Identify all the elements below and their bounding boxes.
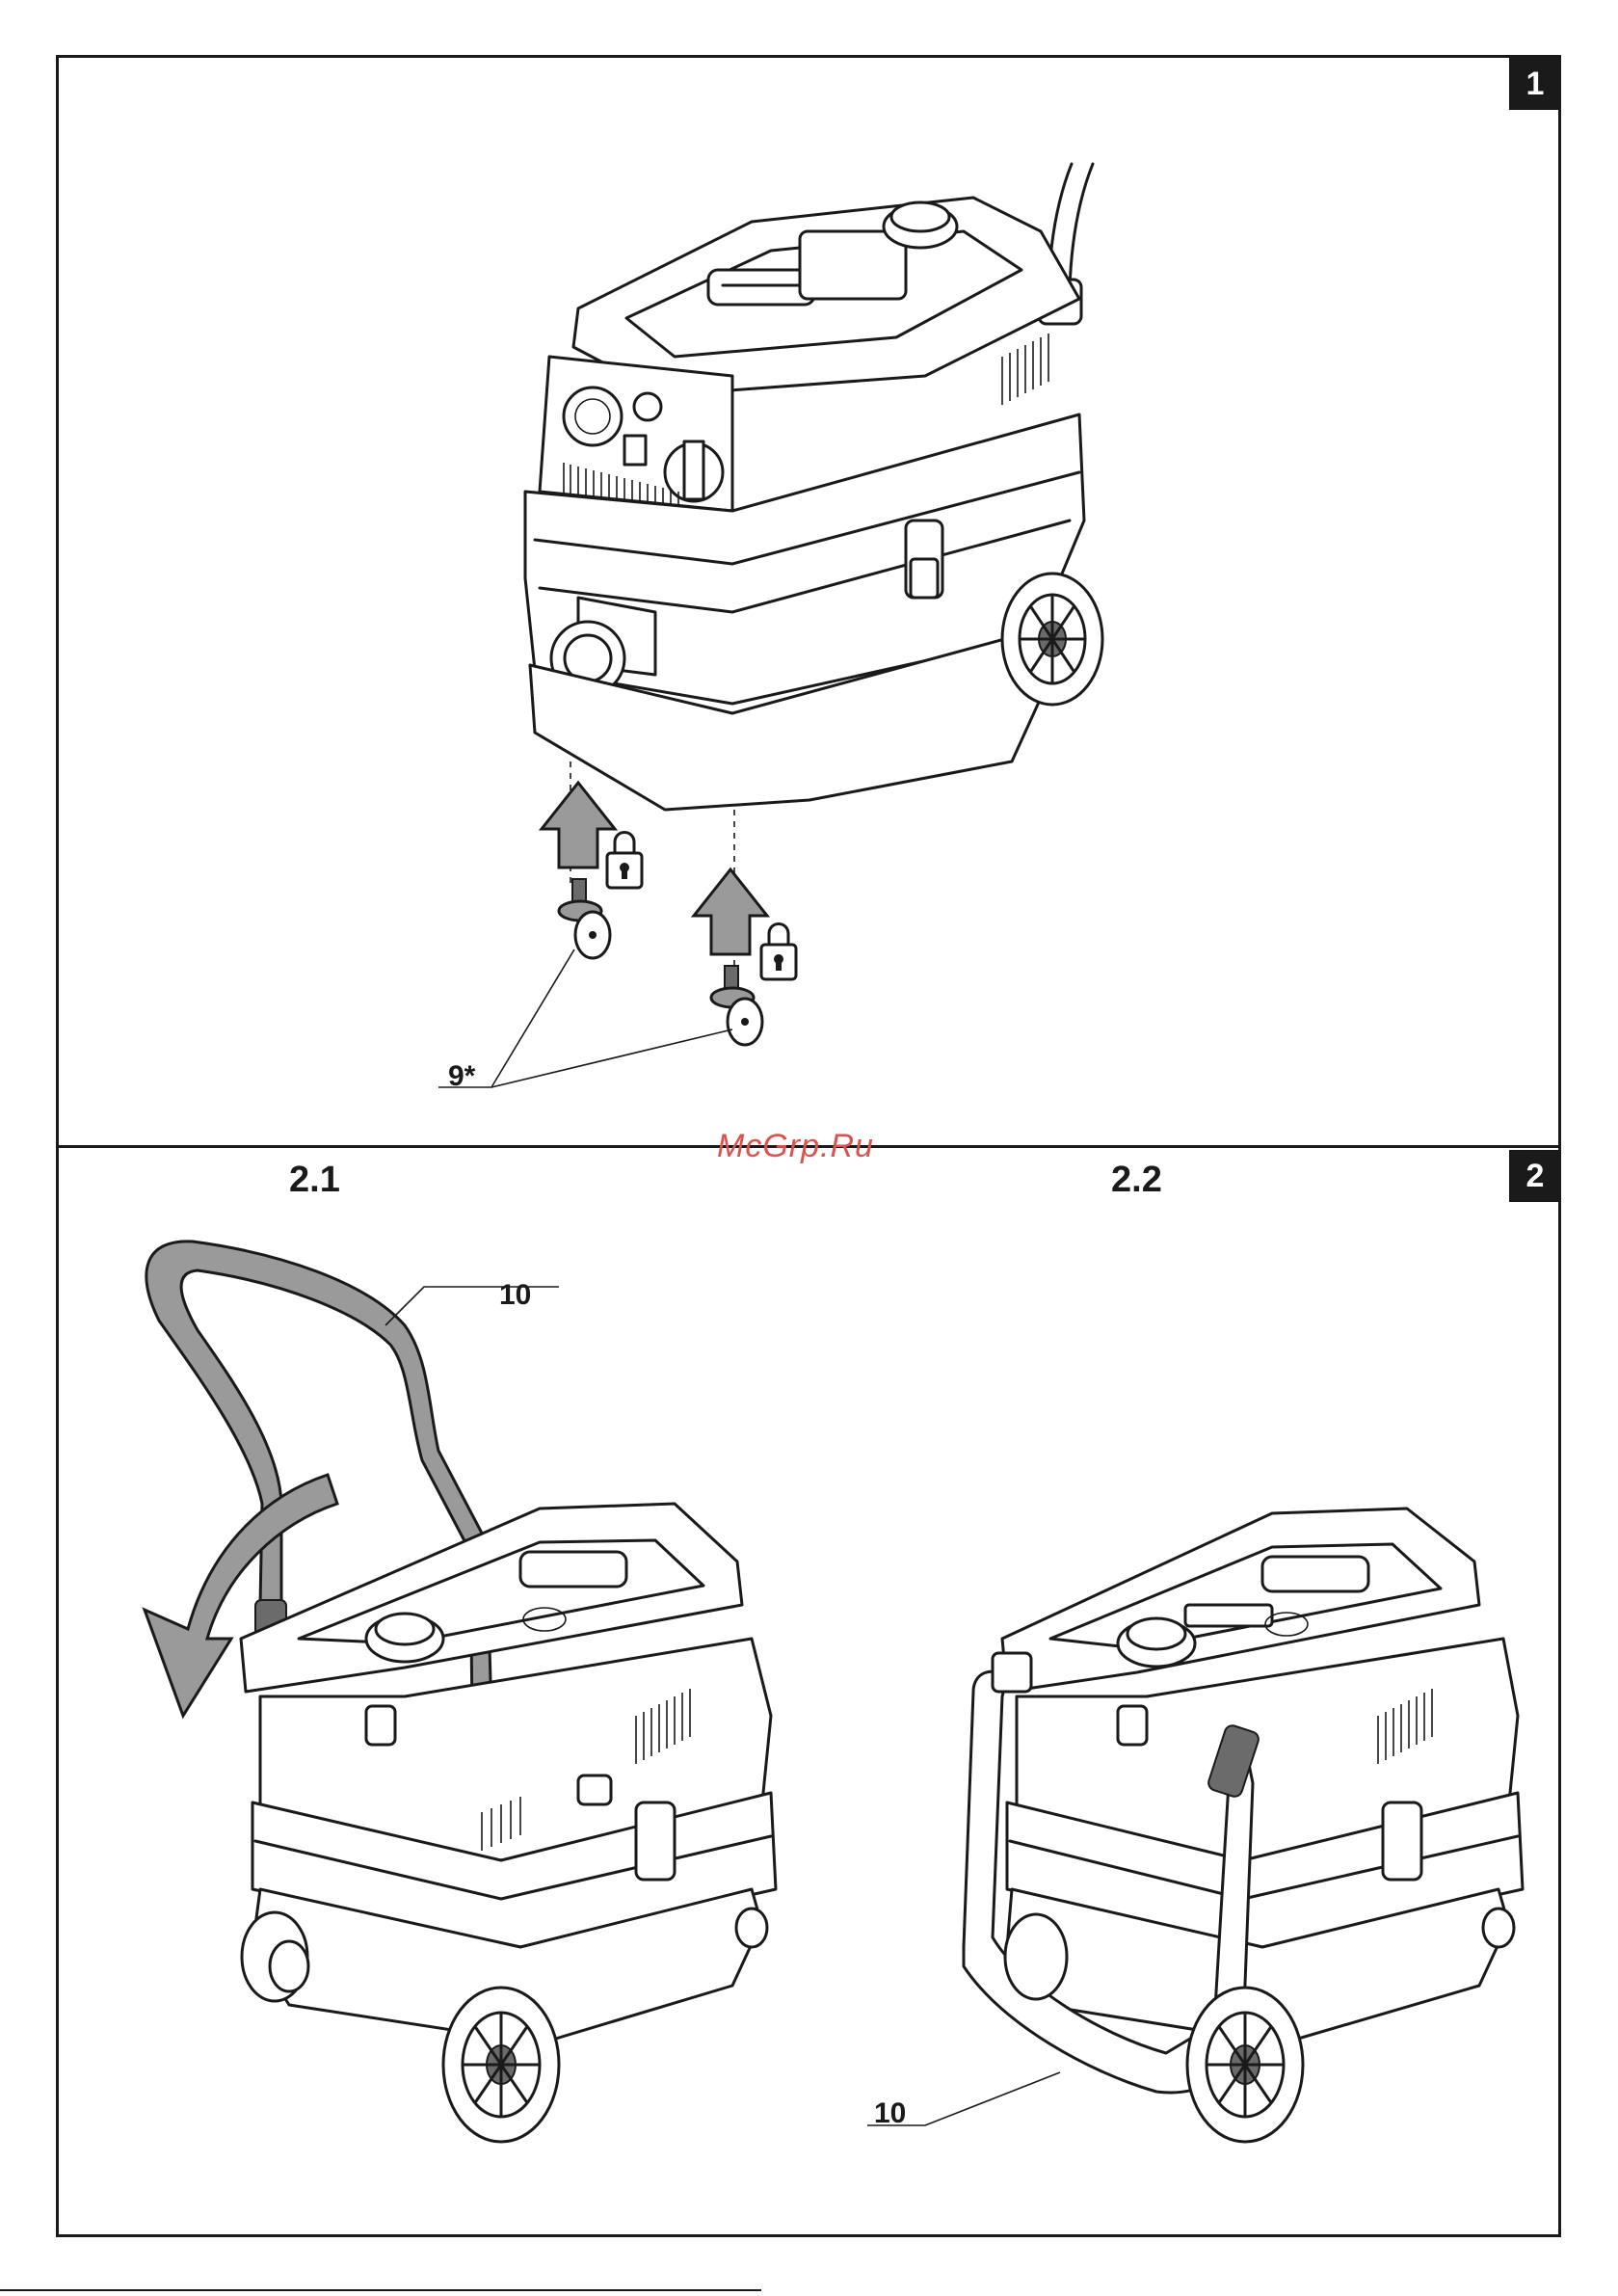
footer-rule [0, 2289, 761, 2291]
leader-lines-casters [438, 949, 732, 1087]
vacuum-illustration-2-2 [867, 1508, 1523, 2142]
caster-wheel-left [559, 879, 610, 958]
vacuum-illustration-2-1 [145, 1241, 776, 2142]
